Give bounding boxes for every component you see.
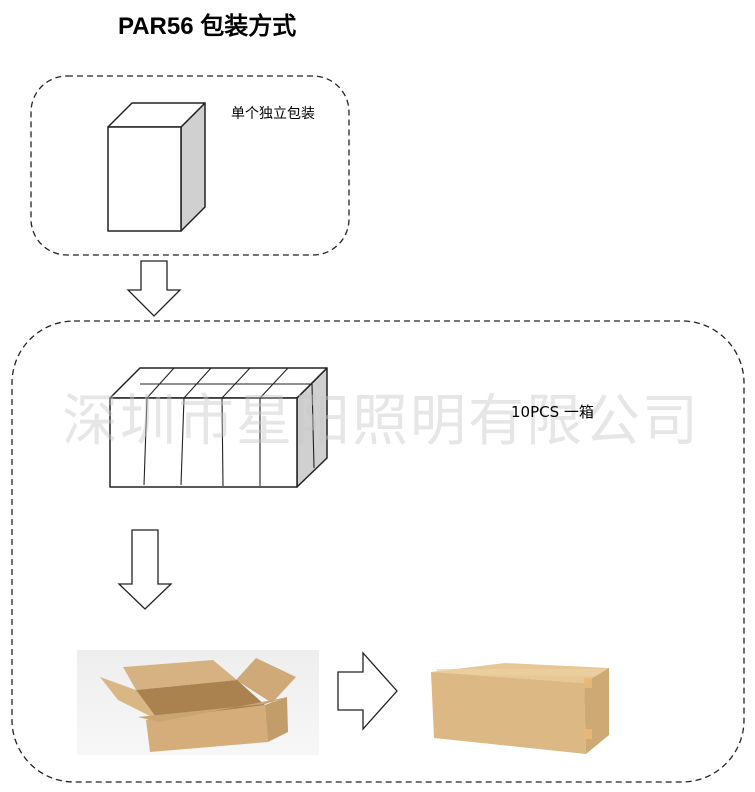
arrow-down-icon xyxy=(117,529,173,610)
arrow-down-icon xyxy=(126,260,182,317)
single-box-icon xyxy=(107,102,206,232)
page-title: PAR56 包装方式 xyxy=(118,13,297,40)
arrow-right-icon xyxy=(337,651,398,731)
single-pack-container xyxy=(30,75,350,256)
carton-qty-label: 10PCS 一箱 xyxy=(511,403,594,421)
carton-container xyxy=(11,320,745,783)
closed-carton-image xyxy=(431,663,609,754)
single-pack-label: 单个独立包装 xyxy=(231,106,315,122)
open-carton-image xyxy=(77,650,319,755)
company-watermark: 深圳市星阳照明有限公司 xyxy=(62,389,700,454)
carton-10pcs-icon xyxy=(109,367,328,488)
